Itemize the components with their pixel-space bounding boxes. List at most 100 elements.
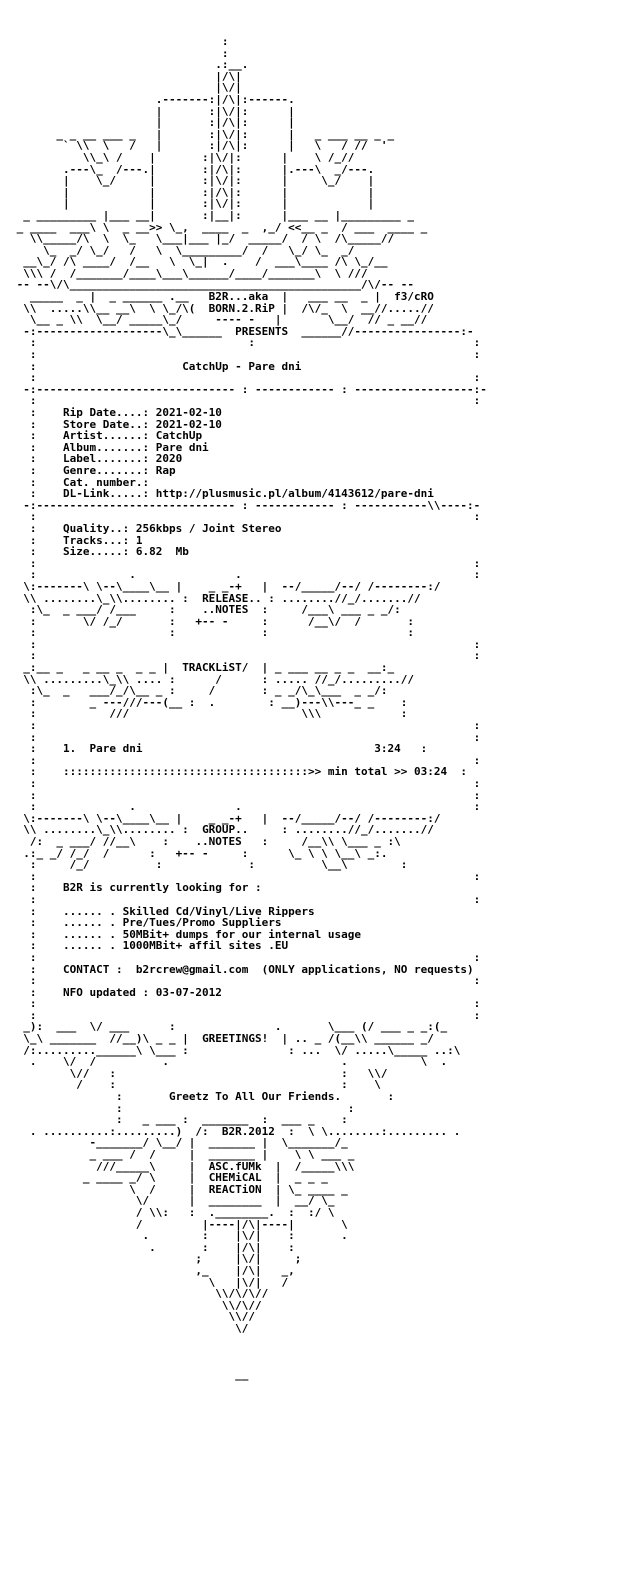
nfo-line: _ _ __ ___ _ | :|\/|: | _ ___ __ _ _	[10, 127, 395, 141]
group-notes-contact: CONTACT : b2rcrew@gmail.com (ONLY applic…	[62, 962, 474, 976]
nfo-line: : NFO updated : 03-07-2012	[10, 985, 222, 999]
footer-b2r: B2R.2012	[221, 1124, 275, 1138]
nfo-line: \\ .....\\__ __\ \ \_/\( BORN.2.RiP | /\…	[10, 301, 434, 315]
info-album-label: Album.......:	[62, 440, 150, 454]
nfo-line: : 1. Pare dni 3:24 :	[10, 742, 428, 756]
nfo-line: . ..........:.........) /: B2R.2012 : \ …	[10, 1124, 461, 1138]
nfo-line: :	[10, 46, 229, 60]
nfo-line: \_\ _______ //__)\ _ _ | GREETINGS! | ..…	[10, 1032, 434, 1046]
nfo-line: \/ | ________ | __/ \_	[10, 1194, 335, 1208]
nfo-line: -:------------------------------ : -----…	[10, 498, 481, 512]
nfo-line: :\_ _ ___/_/\__ _ : / : _ _/\_\___ _ _/:	[10, 684, 388, 698]
nfo-line: : :	[10, 892, 481, 906]
tracklist-track-name: Pare dni	[89, 742, 143, 756]
nfo-line: -- --\/\________________________________…	[10, 278, 414, 292]
quality-quality: 256kbps / Joint Stereo	[135, 521, 282, 535]
nfo-line: : :	[10, 649, 481, 663]
nfo-line: : CatchUp - Pare dni	[10, 359, 302, 373]
nfo-line: \// : : \\/	[10, 1066, 388, 1080]
nfo-line: : : : :	[10, 626, 414, 640]
group-notes-item1: ...... . Skilled Cd/Vinyl/Live Rippers	[62, 904, 315, 918]
nfo-line: : _ ___ : _______ : ___ _ :	[10, 1113, 348, 1127]
nfo-line: . : |\/| : .	[10, 1229, 348, 1243]
nfo-line: .:_ _/ /_/ / : +-- - : \_ \ \ \__\ _:.	[10, 846, 388, 860]
greetings-text: Greetz To All Our Friends.	[168, 1090, 342, 1104]
nfo-line: : :	[10, 371, 481, 385]
nfo-line: | :|/\|: |	[10, 116, 295, 130]
info-store-date: 2021-02-10	[155, 417, 222, 431]
nfo-line: : :	[10, 510, 481, 524]
nfo-line: . \/ / . . \ .	[10, 1055, 448, 1069]
info-artist: CatchUp	[155, 429, 203, 443]
nfo-line: _ ____ _/ \ | CHEMiCAL | _ _ _	[10, 1171, 328, 1185]
nfo-line: : :	[10, 394, 481, 408]
nfo-line: :	[10, 35, 229, 48]
nfo-line: : :	[10, 637, 481, 651]
nfo-document: : : .:__. |/\| |\/| .-------:|/\|:------…	[0, 36, 632, 1381]
nfo-line	[0, 1346, 632, 1358]
info-genre: Rap	[155, 463, 176, 477]
group-notes-item2: ...... . Pre/Tues/Promo Suppliers	[62, 916, 282, 930]
nfo-line: \\/\//	[10, 1298, 262, 1312]
nfo-line: _ _________ |___ __| :|__|: |___ __ |___…	[10, 208, 414, 222]
nfo-line: : Store Date..: 2021-02-10	[10, 417, 222, 431]
nfo-line: \:-------\ \--\____\__ | _ _-+ | --/____…	[10, 811, 441, 825]
info-label-label: Label.......:	[62, 452, 150, 466]
sections-release-notes-2: ..NOTES	[202, 603, 249, 617]
nfo-line: _:__ _ _ __ _ _ _ | TRACKLiST/ | _ ___ _…	[10, 661, 395, 675]
nfo-line: /: _ ___/ //__\ : ..NOTES : /__\\ \___ _…	[10, 834, 401, 848]
nfo-line: .-------:|/\|:------.	[10, 92, 295, 106]
info-store-date-label: Store Date..:	[62, 417, 150, 431]
release-title: CatchUp - Pare dni	[182, 359, 302, 373]
nfo-line: : Album.......: Pare dni	[10, 440, 209, 454]
nfo-line: -:------------------------------ : -----…	[10, 382, 487, 396]
group-notes-updated: NFO updated : 03-07-2012	[62, 985, 222, 999]
nfo-line: \ |\/| /	[10, 1275, 289, 1289]
info-album: Pare dni	[155, 440, 209, 454]
nfo-line: : Rip Date....: 2021-02-10	[10, 406, 222, 419]
nfo-line: : . . :	[10, 800, 481, 814]
nfo-line: | | :|\/|: | |	[10, 197, 375, 211]
info-rip-date-label: Rip Date....:	[62, 406, 150, 419]
nfo-line: _): ___ \/ ___ : . \___ (/ ___ _ _:(_	[10, 1020, 448, 1034]
nfo-line: -_______/ \__/ | _______ | \_______/_	[10, 1136, 348, 1150]
sections-release-notes-1: RELEASE..	[202, 591, 262, 605]
nfo-line: |/\|	[10, 69, 242, 83]
nfo-line: \\ ........\_\\........ : GROUP.. : ....…	[10, 823, 434, 837]
nfo-line: \\ ........\_\\........ : RELEASE.. : ..…	[10, 591, 421, 605]
nfo-line: -:-------------------\_\______ PRESENTS …	[10, 324, 474, 338]
nfo-line: \\_\ / | :|\/|: | \ /_//	[10, 150, 355, 164]
tracklist-total-text: :::::::::::::::::::::::::::::::::::::>> …	[62, 765, 448, 779]
tracklist-track-no: 1.	[62, 742, 77, 756]
info-dl-label: DL-Link.....:	[62, 487, 150, 501]
nfo-line: : Quality..: 256kbps / Joint Stereo	[10, 521, 282, 535]
nfo-line: : \/ /_/ : +-- - : /__\/ / :	[10, 614, 414, 628]
nfo-line: : :	[10, 556, 481, 570]
nfo-line: : ...... . 1000MBit+ affil sites .EU	[10, 939, 289, 953]
group-notes-looking: B2R is currently looking for :	[62, 881, 262, 895]
info-rip-date: 2021-02-10	[155, 406, 222, 419]
nfo-line: : :	[10, 1008, 481, 1022]
nfo-line: : :::::::::::::::::::::::::::::::::::::>…	[10, 765, 467, 779]
nfo-line: : ...... . Skilled Cd/Vinyl/Live Rippers	[10, 904, 315, 918]
footer-asc1: ASC.fUMk	[208, 1159, 262, 1173]
footer-asc2: CHEMiCAL	[208, 1171, 262, 1185]
info-cat-label: Cat. number.:	[62, 475, 150, 489]
nfo-line: __\_/ /\ ____/ /__ \ \_| . / ___\____ /\…	[10, 255, 388, 269]
nfo-line: : Label.......: 2020	[10, 452, 183, 466]
sections-group-notes-1: GROUP..	[202, 823, 249, 837]
nfo-line: ` \\ \ / | :|/\|: | \ / // '	[10, 139, 388, 153]
nfo-line: : :	[10, 950, 481, 964]
nfo-line: : Size.....: 6.82 Mb	[10, 545, 189, 559]
nfo-line: : :	[10, 777, 481, 790]
info-label: 2020	[155, 452, 183, 466]
footer-asc3: REACTiON	[208, 1182, 262, 1196]
nfo-line: /:.........______\ \___ : : ... \/ .....…	[10, 1043, 461, 1057]
nfo-line: .---\_ /---.| :|/\|: |.---\ _/---.	[10, 162, 375, 176]
info-artist-label: Artist......:	[62, 429, 150, 443]
nfo-line: : :	[10, 788, 481, 802]
info-genre-label: Genre.......:	[62, 463, 150, 477]
nfo-line: ///_____\ | ASC.fUMk | /_____\\\	[10, 1159, 355, 1173]
nfo-line: / : : \	[10, 1078, 381, 1092]
quality-quality-label: Quality..:	[62, 521, 130, 535]
